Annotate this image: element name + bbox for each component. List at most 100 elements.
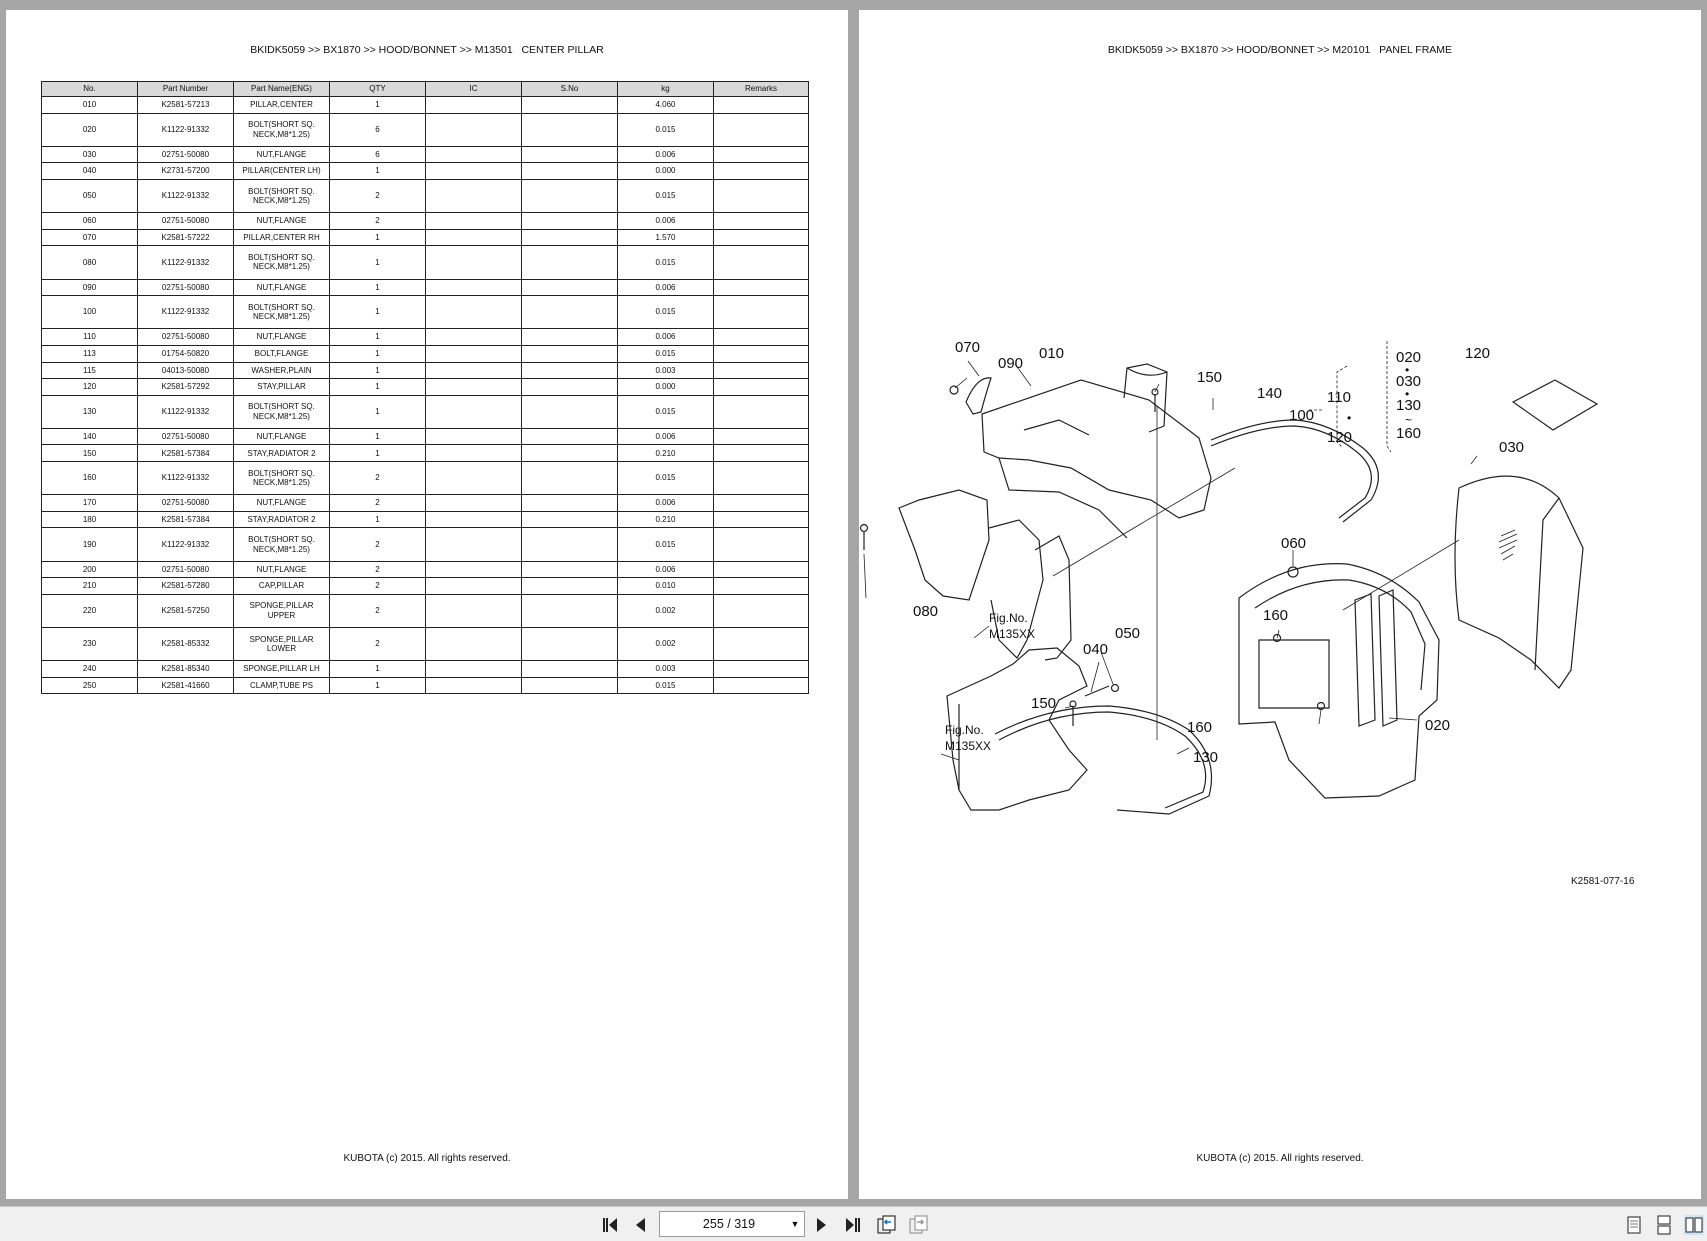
- cell-kg: 0.015: [617, 245, 714, 280]
- next-page-button[interactable]: [810, 1213, 834, 1237]
- page-indicator-text: 255 / 319: [702, 1217, 756, 1231]
- cell-qty: 6: [329, 145, 426, 164]
- cell-qty: 1: [329, 378, 426, 396]
- group-bracket-center: [1336, 365, 1348, 449]
- cell-ic: [425, 378, 522, 396]
- cell-part-name: BOLT(SHORT SQ. NECK,M8*1.25): [233, 178, 330, 214]
- cell-part-number: K2581-57222: [137, 228, 234, 247]
- cell-kg: 1.570: [617, 228, 714, 247]
- page-number-field[interactable]: 255 / 319 ▼: [659, 1211, 805, 1237]
- cell-part-number: K1122-91332: [137, 112, 234, 147]
- cell-ic: [425, 245, 522, 280]
- cell-sno: [521, 112, 618, 147]
- previous-page-button[interactable]: [628, 1213, 652, 1237]
- chevron-down-icon[interactable]: ▼: [790, 1219, 800, 1229]
- cell-no: 115: [41, 361, 138, 380]
- cell-kg: 0.015: [617, 344, 714, 363]
- cell-part-number: 02751-50080: [137, 560, 234, 579]
- cell-ic: [425, 112, 522, 147]
- cell-qty: 1: [329, 96, 426, 114]
- continuous-view-button[interactable]: [1652, 1213, 1676, 1237]
- column-header-no: No.: [41, 81, 138, 97]
- cell-part-number: K1122-91332: [137, 527, 234, 562]
- column-header-qty: QTY: [329, 81, 426, 97]
- page-header-breadcrumb: BKIDK5059 >> BX1870 >> HOOD/BONNET >> M2…: [1107, 44, 1453, 56]
- back-view-icon: [877, 1215, 896, 1234]
- cell-sno: [521, 245, 618, 280]
- cell-remarks: [713, 328, 809, 346]
- callout-010: 010: [1039, 345, 1064, 362]
- cell-qty: 1: [329, 444, 426, 463]
- cell-sno: [521, 278, 618, 297]
- cell-kg: 0.006: [617, 328, 714, 346]
- cell-ic: [425, 626, 522, 662]
- cell-remarks: [713, 494, 809, 512]
- cell-remarks: [713, 245, 809, 280]
- callout-100: 100: [1289, 407, 1314, 424]
- cell-qty: 2: [329, 560, 426, 579]
- cell-sno: [521, 676, 618, 695]
- cell-part-number: K2581-41660: [137, 676, 234, 695]
- cell-ic: [425, 527, 522, 562]
- next-page-icon: [817, 1218, 826, 1232]
- callout-160-right: 160: [1263, 607, 1288, 624]
- cell-no: 050: [41, 178, 138, 214]
- cell-kg: 0.006: [617, 212, 714, 230]
- cell-part-number: K1122-91332: [137, 394, 234, 429]
- cell-sno: [521, 626, 618, 662]
- last-page-button[interactable]: [841, 1213, 865, 1237]
- cell-part-name: WASHER,PLAIN: [233, 361, 330, 380]
- cell-qty: 2: [329, 593, 426, 629]
- cell-part-name: CAP,PILLAR: [233, 577, 330, 595]
- column-header-ic: IC: [425, 81, 522, 97]
- cell-kg: 0.000: [617, 378, 714, 396]
- forward-view-button[interactable]: [906, 1213, 930, 1237]
- cell-sno: [521, 593, 618, 629]
- cell-kg: 0.015: [617, 178, 714, 214]
- two-page-view-button[interactable]: [1682, 1213, 1706, 1237]
- back-view-button[interactable]: [874, 1213, 898, 1237]
- cell-part-name: NUT,FLANGE: [233, 145, 330, 164]
- cell-remarks: [713, 228, 809, 247]
- cell-qty: 2: [329, 461, 426, 496]
- callout-150-bottom: 150: [1031, 695, 1056, 712]
- column-header-kg: kg: [617, 81, 714, 97]
- previous-page-icon: [636, 1218, 645, 1232]
- page-footer-copyright: KUBOTA (c) 2015. All rights reserved.: [343, 1153, 511, 1164]
- cell-qty: 2: [329, 626, 426, 662]
- cell-ic: [425, 660, 522, 678]
- cell-ic: [425, 178, 522, 214]
- callout-030: 030: [1499, 439, 1524, 456]
- cell-qty: 1: [329, 344, 426, 363]
- cell-part-name: BOLT(SHORT SQ. NECK,M8*1.25): [233, 461, 330, 496]
- callout-110: 110: [1327, 389, 1351, 406]
- diagram-linework: [859, 340, 1599, 815]
- first-page-button[interactable]: [598, 1213, 622, 1237]
- cell-kg: 0.006: [617, 427, 714, 446]
- cell-part-number: 02751-50080: [137, 212, 234, 230]
- cell-part-name: BOLT(SHORT SQ. NECK,M8*1.25): [233, 112, 330, 147]
- cell-no: 210: [41, 577, 138, 595]
- cell-qty: 1: [329, 676, 426, 695]
- cell-qty: 2: [329, 212, 426, 230]
- cell-qty: 1: [329, 278, 426, 297]
- callout-090: 090: [998, 355, 1023, 372]
- cell-no: 030: [41, 145, 138, 164]
- right-document-page: BKIDK5059 >> BX1870 >> HOOD/BONNET >> M2…: [859, 10, 1701, 1199]
- single-page-view-button[interactable]: [1622, 1213, 1646, 1237]
- last-page-icon: [846, 1218, 860, 1232]
- cell-remarks: [713, 527, 809, 562]
- cell-part-name: NUT,FLANGE: [233, 212, 330, 230]
- cell-part-number: K2581-57384: [137, 444, 234, 463]
- cell-no: 250: [41, 676, 138, 695]
